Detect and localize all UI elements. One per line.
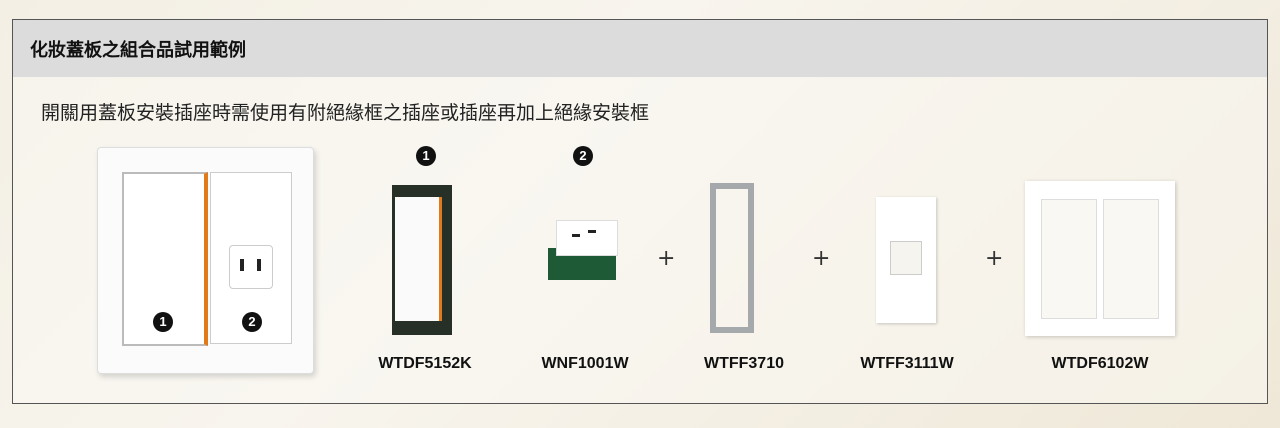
product-model: WTFF3710 — [703, 355, 784, 372]
page-title: 化妝蓋板之組合品試用範例 — [30, 40, 246, 61]
plus-sign: + — [812, 246, 831, 271]
marker-1: 1 — [416, 146, 436, 166]
product-model: WTDF6102W — [1051, 355, 1149, 372]
marker-2: 2 — [573, 146, 593, 166]
product-model: WTFF3111W — [860, 355, 954, 372]
marker-1: 1 — [153, 312, 173, 332]
description-text: 開關用蓋板安裝插座時需使用有附絕緣框之插座或插座再加上絕緣安裝框 — [41, 102, 650, 124]
product-model: WTDF5152K — [378, 355, 472, 372]
insulation-frame-image — [876, 197, 936, 323]
assembled-plate-image: 1 2 — [97, 147, 314, 374]
product-model: WNF1001W — [541, 355, 629, 372]
cover-plate-image — [1025, 181, 1175, 336]
plus-sign: + — [985, 246, 1004, 271]
switch-module-image — [392, 185, 452, 335]
plus-sign: + — [657, 246, 676, 271]
marker-2: 2 — [242, 312, 262, 332]
mounting-frame-image — [710, 183, 754, 333]
panel-header: 化妝蓋板之組合品試用範例 — [13, 20, 1267, 77]
outlet-module-image — [548, 220, 618, 282]
